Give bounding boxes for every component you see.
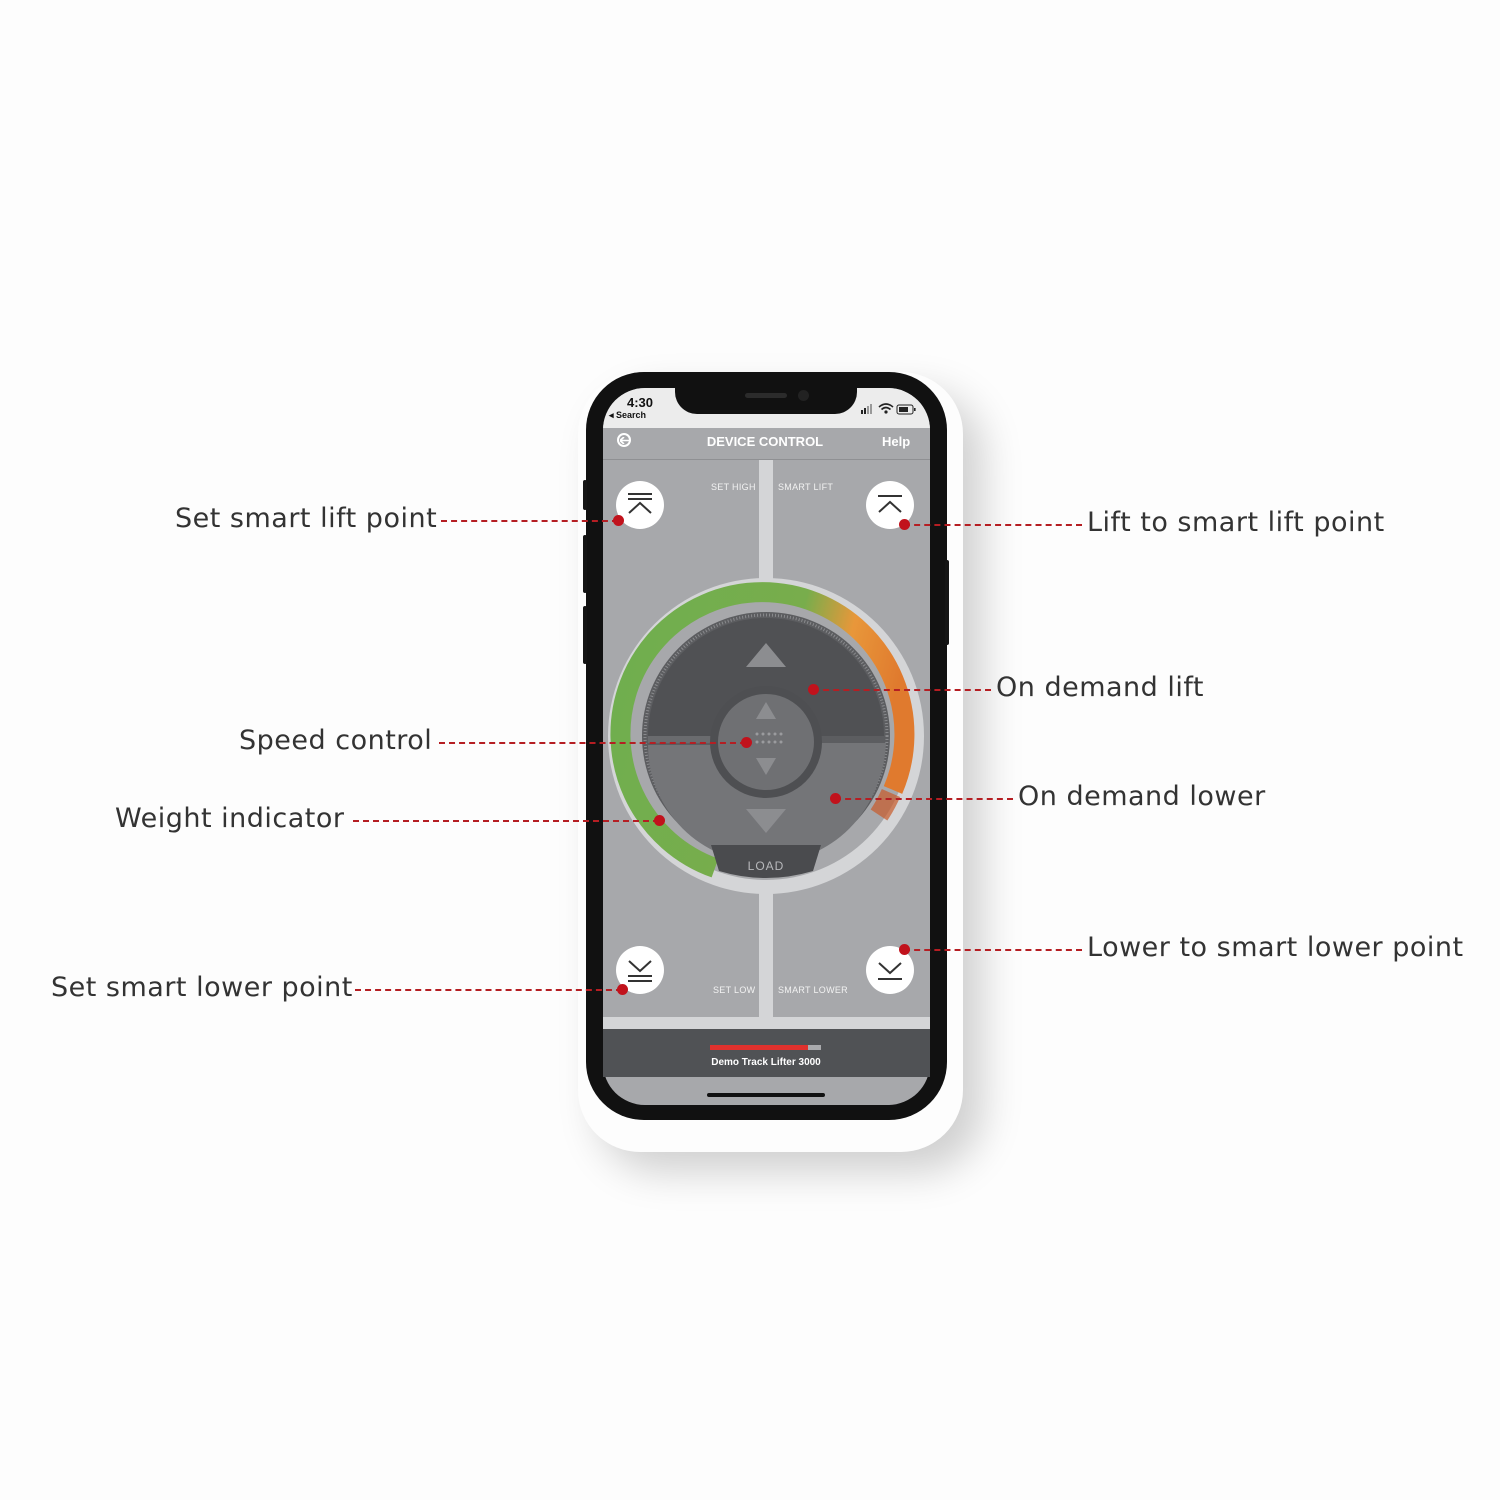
set-high-icon xyxy=(628,493,652,514)
callout-line xyxy=(439,742,746,744)
phone-power-button xyxy=(945,560,949,645)
device-name: Demo Track Lifter 3000 xyxy=(711,1057,821,1068)
device-footer xyxy=(603,1029,930,1077)
phone-silent-switch xyxy=(583,480,587,510)
speed-control xyxy=(718,694,814,790)
callout-line xyxy=(353,820,659,822)
device-progress-track xyxy=(710,1045,821,1050)
speed-up-icon xyxy=(756,702,776,719)
callout-line xyxy=(904,524,1082,526)
callout-lower-to-smart-lower-point: Lower to smart lower point xyxy=(1087,932,1464,963)
status-back-to-search[interactable]: ◂ Search xyxy=(609,410,647,420)
rail-horizontal-bottom xyxy=(603,1017,930,1029)
smart-lower-label: SMART LOWER xyxy=(778,985,848,995)
wifi-icon xyxy=(878,403,894,414)
phone-volume-down xyxy=(583,606,587,664)
phone-volume-up xyxy=(583,535,587,593)
battery-icon xyxy=(896,404,916,415)
lift-arrow-icon xyxy=(746,643,786,667)
callout-line xyxy=(835,798,1013,800)
signal-icon xyxy=(861,404,872,414)
status-time: 4:30 xyxy=(627,395,654,410)
callout-speed-control: Speed control xyxy=(239,725,433,756)
callout-line xyxy=(355,989,622,991)
lower-arrow-icon xyxy=(746,809,786,833)
callout-line xyxy=(441,520,618,522)
nav-bar xyxy=(603,428,930,460)
set-low-label: SET LOW xyxy=(713,985,756,995)
device-progress-fill xyxy=(710,1045,808,1050)
set-smart-lift-button[interactable] xyxy=(616,481,664,529)
callout-dot xyxy=(898,518,910,530)
load-tab xyxy=(711,845,821,878)
speed-down-icon xyxy=(756,758,776,775)
back-icon[interactable] xyxy=(617,433,631,447)
set-low-icon xyxy=(628,960,652,982)
callout-set-smart-lower-point: Set smart lower point xyxy=(51,972,353,1003)
rail-vertical-top xyxy=(759,460,773,585)
callout-dot xyxy=(807,683,819,695)
back-arrow-icon xyxy=(620,437,629,444)
smart-lower-icon xyxy=(878,962,902,980)
callout-line xyxy=(813,689,991,691)
lower-to-smart-lower-button[interactable] xyxy=(866,946,914,994)
speed-dots-icon xyxy=(755,732,783,744)
status-icons xyxy=(861,403,916,415)
callout-dot xyxy=(740,736,752,748)
callout-dot xyxy=(612,514,624,526)
home-indicator[interactable] xyxy=(707,1093,825,1097)
smart-lift-icon xyxy=(878,495,902,513)
callout-on-demand-lift: On demand lift xyxy=(996,672,1204,703)
callout-dot xyxy=(829,792,841,804)
load-label: LOAD xyxy=(747,859,785,873)
callout-dot xyxy=(898,943,910,955)
callout-weight-indicator: Weight indicator xyxy=(115,803,345,834)
set-high-label: SET HIGH xyxy=(711,482,756,492)
callout-line xyxy=(904,949,1082,951)
phone-notch xyxy=(675,386,857,414)
smart-lift-label: SMART LIFT xyxy=(778,482,834,492)
rail-vertical-bottom xyxy=(759,890,773,1020)
phone-speaker xyxy=(745,393,787,398)
weight-indicator-arc xyxy=(610,582,915,878)
help-button[interactable]: Help xyxy=(882,434,911,449)
phone-camera xyxy=(798,390,809,401)
page-title: DEVICE CONTROL xyxy=(706,434,824,449)
callout-set-smart-lift-point: Set smart lift point xyxy=(175,503,438,534)
on-demand-lift-area xyxy=(648,618,884,736)
control-dial xyxy=(608,578,924,894)
callout-lift-to-smart-lift-point: Lift to smart lift point xyxy=(1087,507,1385,538)
callout-on-demand-lower: On demand lower xyxy=(1018,781,1266,812)
callout-dot xyxy=(616,983,628,995)
callout-dot xyxy=(653,814,665,826)
